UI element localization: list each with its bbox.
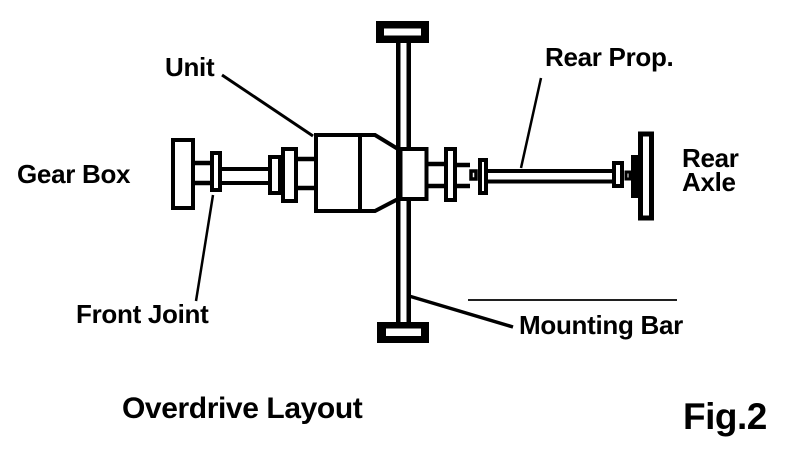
front-joint-leader-line [194, 194, 215, 302]
rear-axle-connector [624, 170, 632, 181]
rear-prop-leader-line [519, 77, 543, 169]
input-flange-small [268, 155, 282, 195]
diagram-caption: Overdrive Layout [122, 392, 363, 425]
unit-output-housing [398, 147, 429, 201]
input-flange-large [281, 147, 298, 203]
unit-body-shape [314, 133, 400, 213]
rear-axle-label-line2: Axle [682, 167, 736, 197]
figure-number: Fig.2 [683, 396, 767, 437]
unit-label: Unit [165, 52, 215, 82]
gear-box-flange [171, 138, 195, 210]
rear-prop-label: Rear Prop. [545, 42, 674, 72]
rear-axle-flange [638, 131, 654, 221]
rear-prop-front-flange [478, 158, 488, 195]
rear-joint-connector [469, 169, 478, 181]
rear-axle-label: Rear Axle [682, 143, 739, 197]
front-joint-shape [210, 151, 222, 192]
mounting-bar-label: Mounting Bar [519, 310, 683, 340]
rear-axle-label-line1: Rear [682, 143, 739, 173]
mounting-bar-leader-line [408, 294, 514, 329]
mounting-bar-bottom-flange-slot [386, 328, 421, 336]
rear-joint-flange [612, 161, 624, 188]
mounting-bar-top-flange-slot [384, 28, 421, 36]
output-flange [444, 147, 457, 202]
gear-box-label: Gear Box [17, 159, 131, 189]
rear-axle-inner-flange [631, 155, 639, 198]
unit-leader-line [221, 73, 314, 138]
front-joint-label: Front Joint [76, 299, 209, 329]
